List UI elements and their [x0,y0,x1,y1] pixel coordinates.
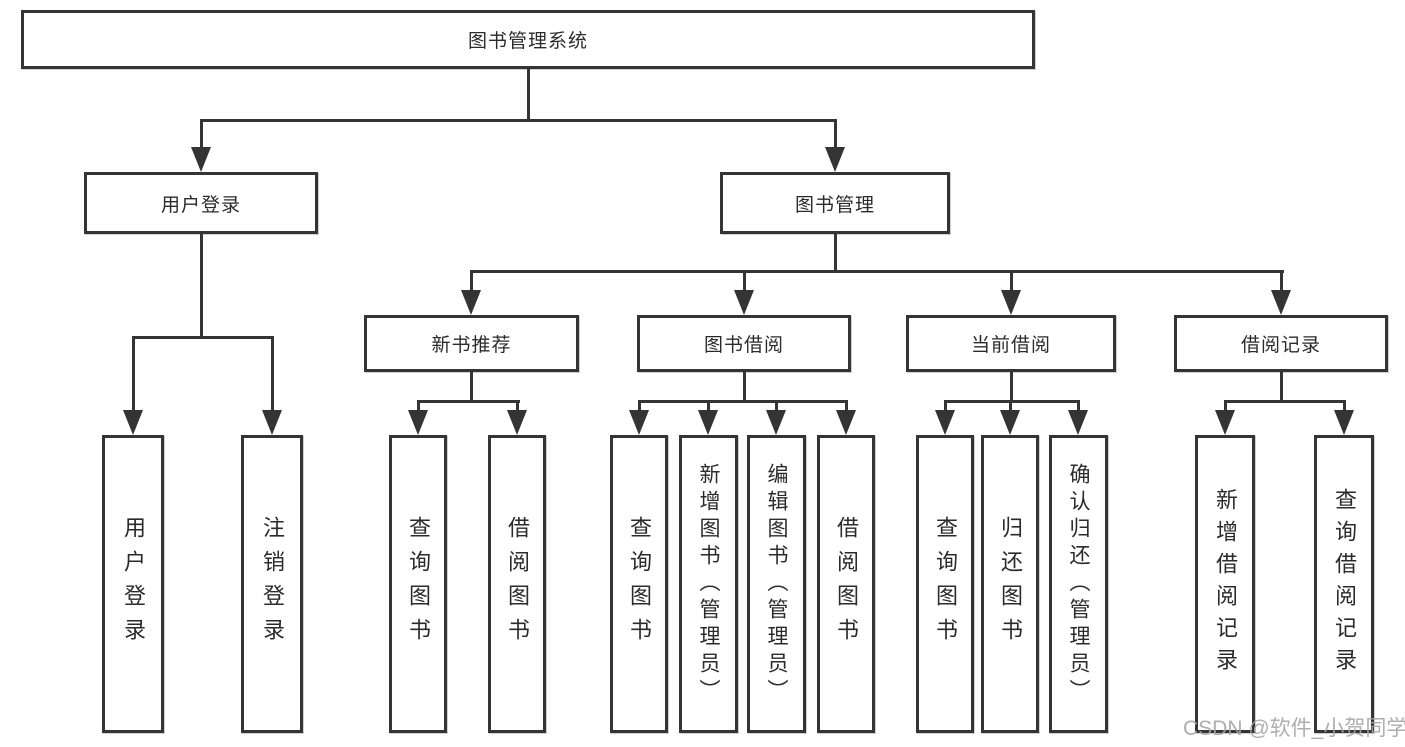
connector-drop [1280,270,1283,290]
leaf-query-books: 查询图书 [610,435,668,733]
connector-drop [1343,400,1346,411]
connector-book-mgmt-stem [834,234,837,271]
connector-rail [417,400,520,403]
node-book-borrowing: 图书借阅 [637,315,851,372]
connector-drop [516,400,519,411]
connector-drop [1009,400,1012,411]
node-user-login: 用户登录 [84,172,318,234]
connector-drop [1010,270,1013,290]
arrow-down-icon [507,410,527,435]
arrow-down-icon [935,410,955,435]
connector-drop [707,400,710,411]
leaf-label: 查询借阅记录 [1332,488,1357,680]
connector-drop [775,400,778,411]
arrow-down-icon [836,410,856,435]
arrow-down-icon [1000,410,1020,435]
leaf-label: 归还图书 [998,516,1023,652]
connector-drop [1224,400,1227,411]
node-label: 借阅记录 [1240,335,1321,356]
connector-stem [743,372,746,401]
connector-user-login-rail [132,336,274,339]
connector-drop [944,400,947,411]
leaf-query-borrow-record: 查询借阅记录 [1314,435,1374,733]
leaf-label: 编辑图书（管理员） [765,462,788,706]
leaf-label: 借阅图书 [834,516,859,652]
leaf-confirm-return-admin: 确认归还（管理员） [1049,435,1108,733]
arrow-down-icon [1001,290,1021,315]
leaf-label: 注销登录 [260,516,285,652]
arrow-down-icon [1068,410,1088,435]
node-current-borrowing: 当前借阅 [906,315,1116,372]
leaf-label: 确认归还（管理员） [1067,462,1090,706]
leaf-borrow-books: 借阅图书 [488,435,546,733]
arrow-down-icon [461,290,481,315]
leaf-query-books: 查询图书 [389,435,447,733]
connector-stem [1280,372,1283,401]
node-book-management: 图书管理 [720,172,950,234]
leaf-label: 查询图书 [933,516,958,652]
connector-drop [417,400,420,411]
connector-drop [1077,400,1080,411]
connector-drop [638,400,641,411]
connector-rail [638,400,848,403]
node-new-book-recommend: 新书推荐 [364,315,579,372]
node-label: 图书借阅 [703,335,784,356]
connector-drop [470,270,473,290]
connector-rail [1224,400,1346,403]
connector-drop [845,400,848,411]
arrow-down-icon [629,410,649,435]
leaf-return-books: 归还图书 [981,435,1039,733]
leaf-borrow-books: 借阅图书 [817,435,875,733]
node-borrowing-records: 借阅记录 [1174,315,1388,372]
leaf-label: 查询图书 [627,516,652,652]
connector-stem [1010,372,1013,401]
leaf-label: 查询图书 [406,516,431,652]
csdn-watermark: CSDN @软件_小贺同学 [1183,717,1405,740]
connector-drop [743,270,746,290]
connector-root-stem [527,68,530,120]
arrow-down-icon [734,290,754,315]
leaf-label: 新增图书（管理员） [697,462,720,706]
node-label: 当前借阅 [970,335,1051,356]
connector-stem [470,372,473,401]
arrow-down-icon [1334,410,1354,435]
arrow-down-icon [825,147,845,172]
leaf-label: 新增借阅记录 [1213,488,1238,680]
arrow-down-icon [1215,410,1235,435]
arrow-down-icon [123,410,143,435]
leaf-user-login: 用户登录 [102,435,164,733]
arrow-down-icon [262,410,282,435]
connector-book-mgmt-drop [834,119,837,149]
arrow-down-icon [191,147,211,172]
node-label: 用户登录 [160,194,241,216]
leaf-label: 借阅图书 [505,516,530,652]
leaf-add-books-admin: 新增图书（管理员） [679,435,738,733]
node-label: 图书管理 [794,194,875,216]
arrow-down-icon [1271,290,1291,315]
leaf-logout-login: 注销登录 [241,435,303,733]
node-library-management-system: 图书管理系统 [21,10,1035,69]
connector-book-mgmt-rail [470,270,1284,273]
arrow-down-icon [698,410,718,435]
leaf-add-borrow-record: 新增借阅记录 [1195,435,1255,733]
connector-drop [132,336,135,411]
node-label: 图书管理系统 [467,31,588,52]
node-label: 新书推荐 [431,335,512,356]
connector-user-login-stem [200,234,203,337]
connector-root-rail [200,119,836,122]
leaf-label: 用户登录 [121,516,146,652]
connector-drop [271,336,274,411]
arrow-down-icon [408,410,428,435]
leaf-query-books: 查询图书 [916,435,974,733]
leaf-edit-books-admin: 编辑图书（管理员） [747,435,806,733]
connector-rail [944,400,1080,403]
arrow-down-icon [766,410,786,435]
connector-user-login-drop [200,119,203,149]
